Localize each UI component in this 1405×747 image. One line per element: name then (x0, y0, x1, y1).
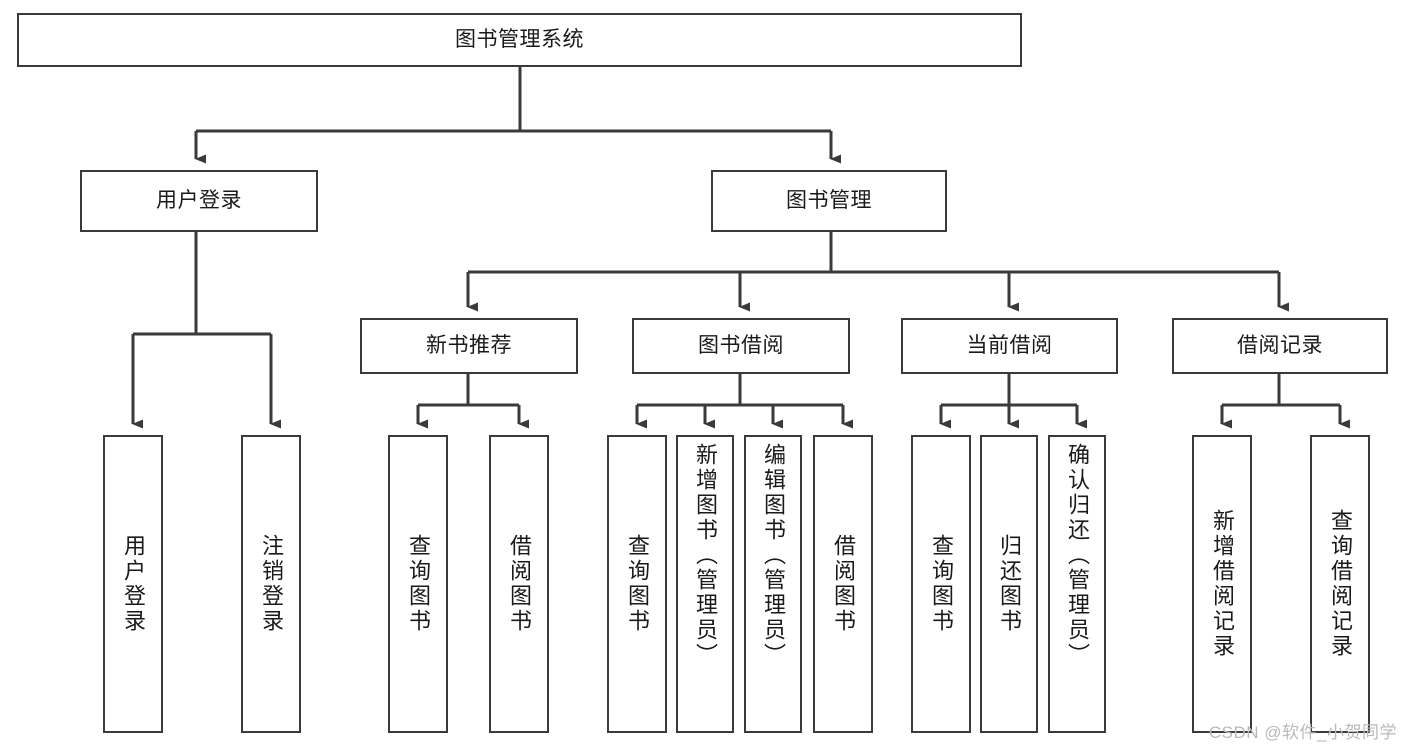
node-book-borrow-label: 图书借阅 (698, 333, 784, 357)
node-current-borrow[interactable]: 当前借阅 (901, 318, 1118, 374)
leaf-logout-login-label: 注销登录 (259, 534, 284, 634)
leaf-confirm-return-admin-label: 确认归还（管理员） (1065, 443, 1090, 668)
leaf-add-borrow-record-label: 新增借阅记录 (1210, 509, 1235, 659)
leaf-borrow-book-2-label: 借阅图书 (831, 534, 856, 634)
node-new-book-recommend[interactable]: 新书推荐 (360, 318, 578, 374)
leaf-query-book-1-label: 查询图书 (406, 534, 431, 634)
leaf-borrow-book-1-label: 借阅图书 (507, 534, 532, 634)
leaf-borrow-book-2[interactable]: 借阅图书 (813, 435, 873, 733)
node-user-login-label: 用户登录 (156, 188, 242, 212)
leaf-return-book[interactable]: 归还图书 (980, 435, 1038, 733)
node-borrow-record[interactable]: 借阅记录 (1172, 318, 1388, 374)
leaf-add-borrow-record[interactable]: 新增借阅记录 (1192, 435, 1252, 733)
node-current-borrow-label: 当前借阅 (966, 333, 1053, 357)
leaf-add-book-admin[interactable]: 新增图书（管理员） (676, 435, 734, 733)
node-book-management-label: 图书管理 (786, 188, 872, 212)
leaf-edit-book-admin[interactable]: 编辑图书（管理员） (744, 435, 802, 733)
node-new-book-recommend-label: 新书推荐 (426, 333, 512, 357)
leaf-confirm-return-admin[interactable]: 确认归还（管理员） (1048, 435, 1106, 733)
leaf-user-login-label: 用户登录 (121, 534, 146, 634)
leaf-add-book-admin-label: 新增图书（管理员） (693, 443, 718, 668)
leaf-return-book-label: 归还图书 (997, 534, 1022, 634)
leaf-query-book-2[interactable]: 查询图书 (607, 435, 667, 733)
node-borrow-record-label: 借阅记录 (1237, 333, 1323, 357)
node-root-label: 图书管理系统 (455, 27, 584, 51)
leaf-query-book-2-label: 查询图书 (625, 534, 650, 634)
node-root[interactable]: 图书管理系统 (17, 13, 1022, 67)
watermark-text: CSDN @软件_小贺同学 (1208, 723, 1397, 742)
leaf-query-book-3[interactable]: 查询图书 (911, 435, 971, 733)
leaf-borrow-book-1[interactable]: 借阅图书 (489, 435, 549, 733)
node-user-login[interactable]: 用户登录 (80, 170, 318, 232)
leaf-user-login[interactable]: 用户登录 (103, 435, 163, 733)
leaf-query-book-3-label: 查询图书 (929, 534, 954, 634)
node-book-borrow[interactable]: 图书借阅 (632, 318, 850, 374)
node-book-management[interactable]: 图书管理 (711, 170, 947, 232)
leaf-query-borrow-record-label: 查询借阅记录 (1328, 509, 1353, 659)
leaf-logout-login[interactable]: 注销登录 (241, 435, 301, 733)
leaf-edit-book-admin-label: 编辑图书（管理员） (761, 443, 786, 668)
leaf-query-borrow-record[interactable]: 查询借阅记录 (1310, 435, 1370, 733)
leaf-query-book-1[interactable]: 查询图书 (388, 435, 448, 733)
